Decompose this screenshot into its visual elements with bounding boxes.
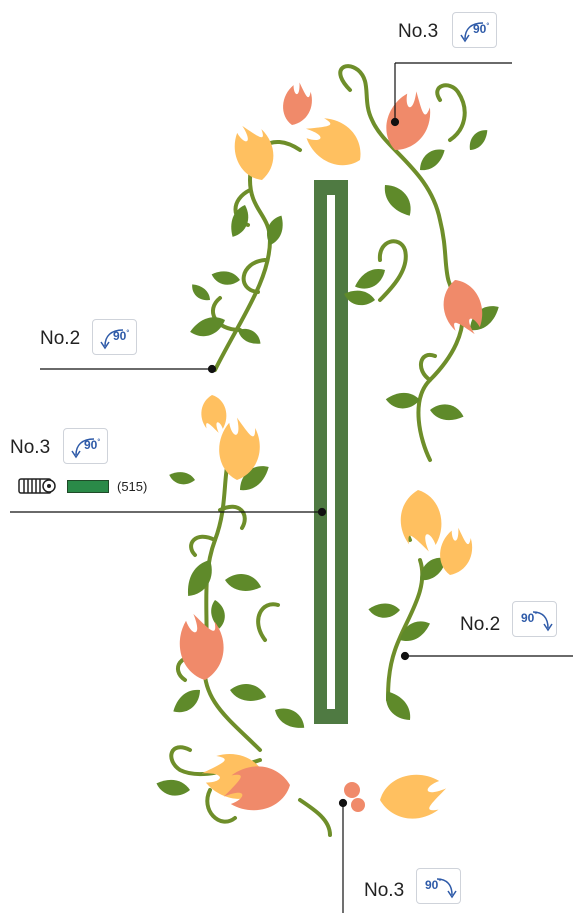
rotation-value: 90 (473, 22, 487, 36)
thread-color-swatch (67, 480, 109, 493)
center-bar-slot (327, 195, 335, 709)
rotate-ccw-icon (460, 22, 484, 43)
callout-label: No.2 (40, 328, 81, 349)
thread-code: (515) (117, 479, 148, 494)
rotate-ccw-icon (71, 438, 95, 459)
callout-label: No.3 (398, 21, 439, 42)
rotation-value: 90 (84, 438, 98, 452)
callout-label: No.3 (10, 437, 51, 458)
rotate-ccw-icon (100, 329, 124, 350)
rotate-cw-icon (532, 611, 553, 632)
flowers (174, 80, 491, 825)
rotate-ccw-button[interactable]: 90° (63, 428, 108, 464)
rotation-value: 90 (113, 329, 127, 343)
rotation-value: 90 (425, 878, 439, 892)
rotate-ccw-button[interactable]: 90° (452, 12, 497, 48)
leader-lines (10, 62, 573, 913)
callout-label: No.3 (364, 880, 405, 901)
rotate-cw-icon (436, 878, 457, 899)
rotate-cw-button[interactable]: 90° (416, 868, 461, 904)
rotate-ccw-button[interactable]: 90° (92, 319, 137, 355)
callout-label: No.2 (460, 614, 501, 635)
thread-spool-icon (18, 478, 56, 494)
rotate-cw-button[interactable]: 90° (512, 601, 557, 637)
rotation-value: 90 (521, 611, 535, 625)
